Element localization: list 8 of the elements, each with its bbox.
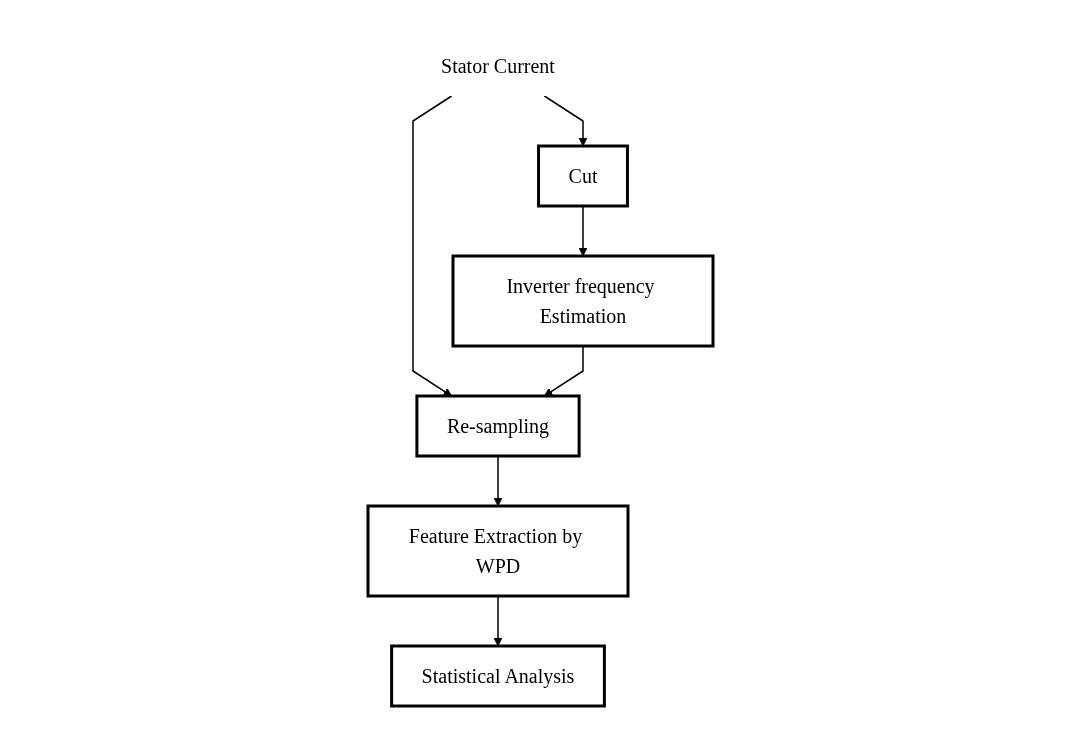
arrow [543,95,587,147]
node-box: Statistical Analysis [389,644,606,708]
node-box: Inverter frequency Estimation [451,254,714,348]
node-box: Re-sampling [414,394,581,458]
node-box: Cut [536,144,629,208]
arrow [411,95,452,397]
node-box: Feature Extraction by WPD [366,504,629,598]
node-text: Stator Current [440,55,555,77]
